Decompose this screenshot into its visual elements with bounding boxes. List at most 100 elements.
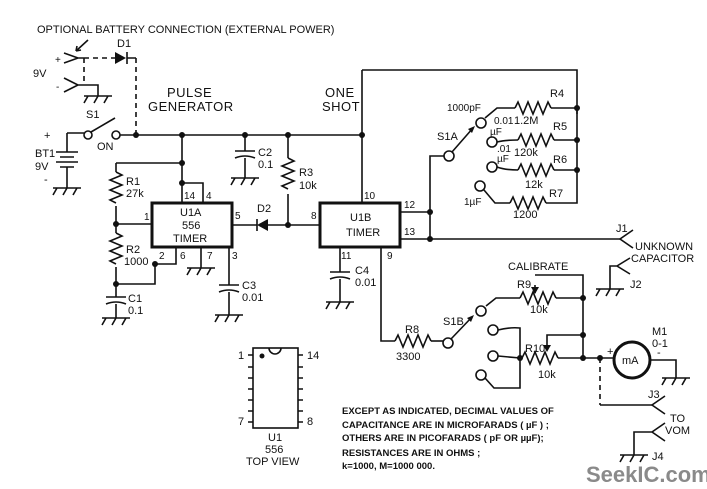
u1b-line2: TIMER (346, 227, 380, 239)
note-line-1: EXCEPT AS INDICATED, DECIMAL VALUES OF (342, 406, 554, 417)
u1a-pin2: 2 (159, 251, 165, 262)
pinout-pin1: 1 (238, 350, 244, 362)
r10-ref: R10 (525, 343, 545, 355)
m1-minus: - (657, 347, 661, 359)
u1a-line3: TIMER (173, 233, 207, 245)
pulse-label-2: GENERATOR (148, 99, 234, 114)
r10-wiper[interactable] (546, 334, 583, 345)
vom-label-1: TO (670, 413, 686, 425)
s1a-wiper[interactable] (451, 127, 474, 153)
u1b-chip (318, 201, 402, 249)
oneshot-label-2: SHOT (322, 99, 360, 114)
m1-plus: + (607, 346, 613, 358)
r1-value: 27k (126, 188, 144, 200)
u1a-pin4: 4 (206, 191, 212, 202)
battery-symbol (56, 133, 78, 188)
unknown-label-1: UNKNOWN (635, 241, 693, 253)
vom-label-2: VOM (665, 425, 690, 437)
s1a-pos2-unit: µF (490, 127, 502, 138)
r2-ref: R2 (126, 244, 140, 256)
m1-unit: mA (622, 355, 639, 367)
bat-voltage: 9V (35, 161, 49, 173)
d1-label: D1 (117, 38, 131, 50)
s1-switch[interactable] (90, 117, 116, 133)
pinout-view: TOP VIEW (246, 456, 300, 468)
s1a-pos-2[interactable] (486, 136, 498, 148)
j3-label: J3 (648, 389, 660, 401)
r4-ref: R4 (550, 88, 564, 100)
r3-ref: R3 (299, 167, 313, 179)
j1-jack (618, 229, 634, 249)
r7-ref: R7 (549, 188, 563, 200)
d2-label: D2 (257, 203, 271, 215)
j1-label: J1 (616, 223, 628, 235)
pinout-part: 556 (265, 444, 283, 456)
ext-plus: + (55, 55, 61, 66)
r5-value: 120k (514, 147, 538, 159)
s1b-pos-1[interactable] (475, 305, 487, 317)
bat-minus: - (44, 174, 48, 186)
u1b-pin13: 13 (404, 227, 416, 238)
u1a-pin6: 6 (180, 251, 186, 262)
s1a-pos3-label: .01 (497, 144, 511, 155)
r8-value: 3300 (396, 351, 420, 363)
s1-terminal (83, 130, 93, 140)
u1a-line1: U1A (180, 207, 202, 219)
r6-ref: R6 (553, 154, 567, 166)
r3-value: 10k (299, 180, 317, 192)
s1b-pos-3[interactable] (487, 350, 499, 362)
r5-ref: R5 (553, 121, 567, 133)
c3-value: 0.01 (242, 292, 263, 304)
c2-value: 0.1 (258, 159, 273, 171)
c2-ref: C2 (258, 147, 272, 159)
s1-label: S1 (86, 109, 99, 121)
s1a-pos-4[interactable] (474, 180, 486, 192)
c3-ref: C3 (242, 280, 256, 292)
ext-voltage: 9V (33, 68, 47, 80)
s1b-label: S1B (443, 316, 464, 328)
u1a-pin3: 3 (232, 251, 238, 262)
c1-ref: C1 (128, 293, 142, 305)
pinout-pin14: 14 (307, 350, 319, 362)
d2-diode (257, 219, 268, 231)
s1a-common (443, 150, 455, 162)
u1a-line2: 556 (182, 220, 200, 232)
u1b-pin8: 8 (311, 211, 317, 222)
d1-diode (115, 52, 126, 64)
note-line-3: OTHERS ARE IN PICOFARADS ( pF OR µµF); (342, 433, 544, 444)
u1a-pin1: 1 (144, 212, 150, 223)
r10-value: 10k (538, 369, 556, 381)
u1b-pin11: 11 (341, 251, 352, 262)
bat-ref: BT1 (35, 148, 55, 160)
oneshot-label-1: ONE (325, 85, 355, 100)
r9-value: 10k (530, 304, 548, 316)
u1b-pin12: 12 (404, 200, 416, 211)
m1-range: 0-1 (652, 338, 668, 350)
s1-state: ON (97, 141, 114, 153)
u1b-pin10: 10 (364, 191, 376, 202)
m1-ref: M1 (652, 326, 667, 338)
calibrate-label: CALIBRATE (508, 261, 568, 273)
r6-value: 12k (525, 179, 543, 191)
s1b-common (442, 337, 454, 349)
s1b-pos-4[interactable] (475, 369, 487, 381)
pinout-pin8: 8 (307, 416, 313, 428)
s1a-pos-1[interactable] (475, 117, 487, 129)
s1b-pos-2[interactable] (487, 324, 499, 336)
pinout-ref: U1 (268, 432, 282, 444)
u1a-pin7: 7 (207, 251, 213, 262)
j3-jack (650, 395, 666, 415)
s1a-pos2-label: 0.01 (494, 116, 514, 127)
arrow-icon (75, 39, 89, 52)
bat-plus: + (44, 130, 50, 142)
r2-value: 1000 (124, 256, 148, 268)
watermark: SeekIC.com (586, 462, 707, 487)
s1b-wiper[interactable] (450, 316, 473, 340)
j4-jack (633, 422, 666, 455)
s1a-pos4-label: 1µF (464, 197, 481, 208)
r8-ref: R8 (405, 324, 419, 336)
pulse-label-1: PULSE (167, 85, 212, 100)
u1b-pin9: 9 (387, 251, 393, 262)
s1a-pos-3[interactable] (486, 161, 498, 173)
